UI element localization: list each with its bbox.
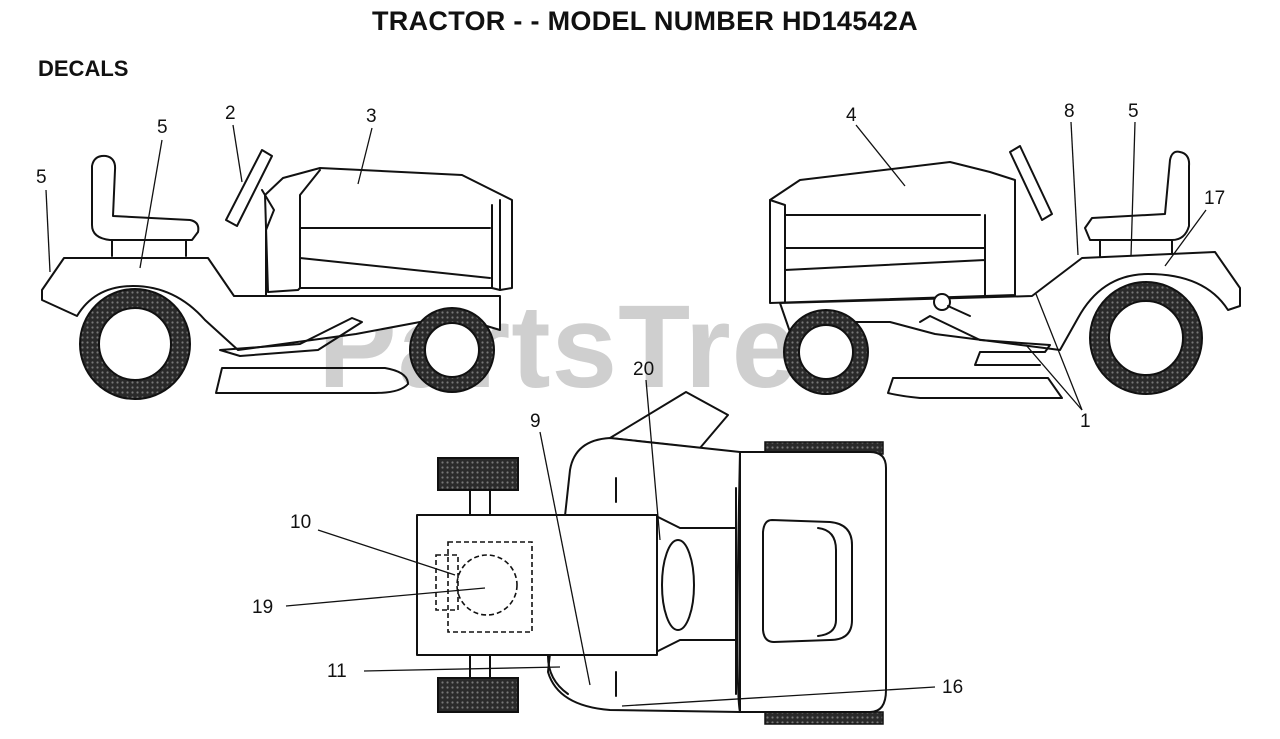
hood-details-left: [299, 169, 501, 291]
leader-lines: [45, 121, 1207, 707]
deck-edge-top: [547, 655, 569, 695]
callout-19: 19: [252, 597, 274, 618]
callout-1: 1: [1080, 411, 1091, 432]
rear-tire-top-lower: [764, 711, 884, 725]
mower-deck-left: [215, 367, 409, 394]
callout-10: 10: [290, 512, 312, 533]
callout-8: 8: [1064, 101, 1075, 122]
callout-11: 11: [327, 661, 347, 682]
seat-top: [762, 519, 853, 643]
hood-left: [264, 167, 513, 293]
lever-right: [947, 305, 971, 317]
steering-column-left: [261, 189, 275, 296]
top-view: [416, 391, 887, 725]
front-tire-top-right: [437, 677, 519, 713]
seat-back-top: [817, 527, 837, 637]
seat-right: [1084, 150, 1191, 241]
callout-2: 2: [225, 103, 236, 124]
callout-7: 5: [36, 167, 47, 188]
section-heading: DECALS: [38, 56, 129, 81]
front-tire-top-left: [437, 457, 519, 491]
steering-wheel-right: [1009, 145, 1053, 221]
page-title: TRACTOR - - MODEL NUMBER HD14542A: [372, 6, 918, 36]
hood-right: [769, 161, 1016, 304]
mower-deck-right: [887, 377, 1063, 399]
lever-knob-right: [933, 293, 951, 311]
footrest-left: [219, 317, 363, 357]
seat-base-left: [111, 239, 187, 257]
decal-tab-dashed: [435, 554, 459, 611]
fender-body-left: [41, 257, 501, 351]
callout-5-right: 5: [1128, 101, 1139, 122]
decal-circle-dashed: [456, 554, 518, 616]
front-axle-top: [469, 489, 491, 679]
callout-5-left: 5: [157, 117, 168, 138]
callout-9: 9: [530, 411, 541, 432]
callout-3: 3: [366, 106, 377, 127]
hood-details-right: [769, 199, 986, 304]
seat-left: [91, 154, 200, 241]
right-side-view: [769, 145, 1241, 399]
steering-wheel-left: [225, 149, 273, 227]
callout-17: 17: [1204, 188, 1226, 209]
footrest-right: [919, 315, 1051, 366]
decal-outline-dashed: [447, 541, 533, 633]
callout-4: 4: [846, 105, 857, 126]
left-side-view: [41, 149, 513, 400]
fender-body-right: [779, 251, 1241, 351]
hood-top: [416, 514, 658, 656]
steering-wheel-top: [661, 539, 695, 631]
callout-16: 16: [942, 677, 964, 698]
callout-20: 20: [633, 359, 655, 380]
